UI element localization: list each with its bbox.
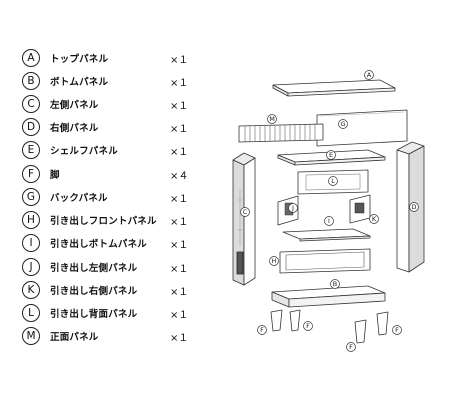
label-m: M: [267, 114, 277, 124]
part-quantity: ×１: [170, 333, 189, 344]
part-letter-badge: M: [22, 327, 40, 345]
part-row-m: M 正面パネル ×１: [22, 325, 212, 347]
drawer-front-panel-h: [279, 248, 371, 274]
svg-text:G: G: [340, 120, 345, 128]
label-h: H: [269, 256, 279, 266]
part-quantity: ×１: [170, 78, 189, 89]
part-row-l: L 引き出し背面パネル ×１: [22, 302, 212, 324]
part-letter-badge: H: [22, 211, 40, 229]
part-row-b: B ボトムパネル ×１: [22, 70, 212, 92]
part-name: バックパネル: [50, 193, 108, 204]
label-b: B: [330, 279, 340, 289]
part-name: 引き出しボトムパネル: [50, 239, 148, 250]
drawer-right-panel-k: [349, 194, 371, 224]
part-quantity: ×１: [170, 240, 189, 251]
part-name: 正面パネル: [50, 332, 99, 343]
svg-text:E: E: [329, 151, 333, 159]
leg-f-1: [270, 309, 283, 332]
label-e: E: [326, 150, 336, 160]
part-name: シェルフパネル: [50, 146, 118, 157]
part-letter-badge: G: [22, 188, 40, 206]
part-name: ボトムパネル: [50, 77, 109, 88]
part-name: 引き出しフロントパネル: [50, 216, 157, 227]
svg-text:H: H: [272, 257, 277, 265]
svg-text:F: F: [349, 343, 353, 351]
part-row-j: J 引き出し左側パネル ×１: [22, 256, 212, 278]
label-f-1: F: [257, 325, 267, 335]
part-quantity: ×４: [170, 171, 189, 182]
leg-f-2: [289, 309, 301, 332]
svg-text:F: F: [395, 326, 399, 334]
part-quantity: ×１: [170, 310, 189, 321]
label-l: L: [328, 176, 338, 186]
svg-text:F: F: [306, 322, 310, 330]
part-name: 左側パネル: [50, 100, 99, 111]
part-letter-badge: L: [22, 304, 40, 322]
part-letter-badge: I: [22, 234, 40, 252]
top-panel-a: [272, 79, 396, 97]
part-row-i: I 引き出しボトムパネル ×１: [22, 232, 212, 254]
part-row-d: D 右側パネル ×１: [22, 116, 212, 138]
parts-list: A トップパネル ×１ B ボトムパネル ×１ C 左側パネル ×１ D 右側パ…: [0, 0, 215, 400]
part-letter-badge: C: [22, 95, 40, 113]
label-g: G: [338, 119, 348, 129]
part-letter-badge: E: [22, 141, 40, 159]
part-letter-badge: A: [22, 49, 40, 67]
part-quantity: ×１: [170, 194, 189, 205]
part-quantity: ×１: [170, 287, 189, 298]
part-name: 引き出し右側パネル: [50, 286, 138, 297]
label-f-3: F: [346, 342, 356, 352]
assembly-drawing: A G M E C L J I K D H B F F F F: [232, 70, 425, 352]
part-row-g: G バックパネル ×１: [22, 186, 212, 208]
label-f-2: F: [303, 321, 313, 331]
svg-text:F: F: [260, 326, 264, 334]
part-name: 引き出し左側パネル: [50, 263, 138, 274]
part-quantity: ×１: [170, 101, 189, 112]
svg-text:I: I: [328, 217, 330, 225]
part-quantity: ×１: [170, 217, 189, 228]
svg-text:J: J: [291, 204, 294, 212]
svg-text:C: C: [243, 208, 248, 216]
part-letter-badge: D: [22, 118, 40, 136]
part-letter-badge: K: [22, 281, 40, 299]
part-row-k: K 引き出し右側パネル ×１: [22, 279, 212, 301]
part-quantity: ×１: [170, 55, 189, 66]
svg-text:M: M: [269, 115, 275, 123]
part-name: 引き出し背面パネル: [50, 309, 138, 320]
part-letter-badge: F: [22, 165, 40, 183]
label-i: I: [324, 216, 334, 226]
svg-text:A: A: [367, 71, 372, 79]
leg-f-3: [354, 319, 367, 344]
part-row-h: H 引き出しフロントパネル ×１: [22, 209, 212, 231]
label-k: K: [369, 214, 379, 224]
svg-text:L: L: [331, 177, 335, 185]
part-row-f: F 脚 ×４: [22, 163, 212, 185]
part-letter-badge: B: [22, 72, 40, 90]
svg-text:B: B: [333, 280, 337, 288]
part-row-a: A トップパネル ×１: [22, 47, 212, 69]
label-c: C: [240, 207, 250, 217]
part-row-e: E シェルフパネル ×１: [22, 139, 212, 161]
part-letter-badge: J: [22, 258, 40, 276]
back-panel-g: [316, 109, 408, 147]
part-quantity: ×１: [170, 147, 189, 158]
front-panel-m: [238, 123, 324, 143]
part-row-c: C 左側パネル ×１: [22, 93, 212, 115]
part-name: 右側パネル: [50, 123, 99, 134]
label-j: J: [288, 203, 298, 213]
exploded-assembly-diagram: A G M E C L J I K D H B F F F F: [215, 0, 450, 400]
svg-text:K: K: [372, 215, 377, 223]
label-f-4: F: [392, 325, 402, 335]
part-name: トップパネル: [50, 54, 109, 65]
part-name: 脚: [50, 170, 60, 181]
bottom-panel-b: [271, 285, 386, 308]
leg-f-4: [376, 311, 389, 336]
drawer-bottom-panel-i: [282, 228, 371, 242]
label-d: D: [409, 202, 419, 212]
part-quantity: ×１: [170, 264, 189, 275]
part-quantity: ×１: [170, 124, 189, 135]
svg-text:D: D: [411, 203, 416, 211]
label-a: A: [364, 70, 374, 80]
left-side-panel-c: [232, 152, 256, 286]
